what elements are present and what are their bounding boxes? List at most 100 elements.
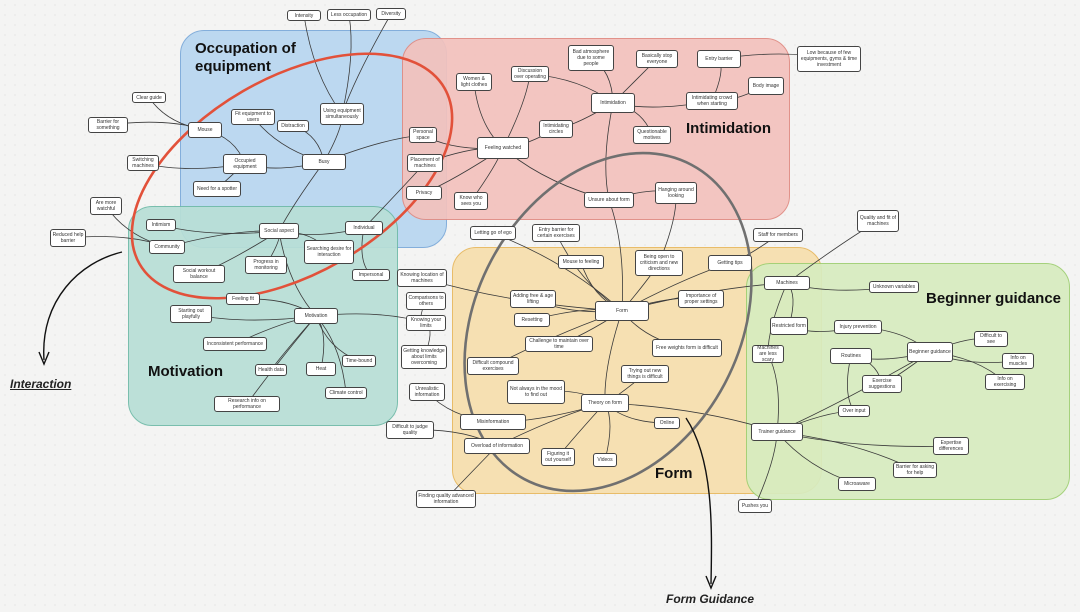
node-trainer-guidance[interactable]: Trainer guidance xyxy=(751,423,803,441)
node-staff-for-members[interactable]: Staff for members xyxy=(753,228,803,242)
node-beginner-guidance[interactable]: Beginner guidance xyxy=(907,342,953,362)
node-reduced-help-barrier[interactable]: Reduced help barrier xyxy=(50,229,86,247)
connector-line xyxy=(555,232,623,312)
node-hanging-around-looking[interactable]: Hanging around looking xyxy=(655,182,697,204)
form-label: Form xyxy=(655,465,693,482)
node-trying-new-things[interactable]: Trying out new things is difficult xyxy=(621,365,669,383)
node-overload-of-information[interactable]: Overload of information xyxy=(464,438,530,454)
connector-line xyxy=(605,102,614,201)
node-less-occupation[interactable]: Less occupation xyxy=(327,9,371,21)
node-restricted-form[interactable]: Restricted form xyxy=(770,317,808,335)
node-occupied-equipment[interactable]: Occupied equipment xyxy=(223,154,267,174)
node-starting-out-playfully[interactable]: Starting out playfully xyxy=(170,305,212,323)
node-discussion-over-operating[interactable]: Discussion over operating xyxy=(511,66,549,82)
node-adding-free-age-lifting[interactable]: Adding free & age lifting xyxy=(510,290,556,308)
node-intimidating-circles[interactable]: Intimidating circles xyxy=(539,120,573,138)
node-intensity[interactable]: Intensity xyxy=(287,10,321,21)
node-challenge-maintain[interactable]: Challenge to maintain over time xyxy=(525,336,593,352)
node-free-weights-form-difficult[interactable]: Free weights form is difficult xyxy=(652,339,722,357)
node-open-to-criticism[interactable]: Being open to criticism and new directio… xyxy=(635,250,683,276)
interaction-annotation: Interaction xyxy=(10,377,72,391)
node-know-who-sees-you[interactable]: Know who sees you xyxy=(454,192,488,210)
node-need-for-a-spotter[interactable]: Need for a spotter xyxy=(193,181,241,197)
node-inconsistent-performance[interactable]: Inconsistent performance xyxy=(203,337,267,351)
node-time-bound[interactable]: Time-bound xyxy=(342,355,376,367)
node-pushes-you[interactable]: Pushes you xyxy=(738,499,772,513)
node-injury-prevention[interactable]: Injury prevention xyxy=(834,320,882,334)
node-online[interactable]: Online xyxy=(654,417,680,429)
node-videos[interactable]: Videos xyxy=(593,453,617,467)
node-motivation[interactable]: Motivation xyxy=(294,308,338,324)
node-figuring-it-out-yourself[interactable]: Figuring it out yourself xyxy=(541,448,575,466)
node-research-info-performance[interactable]: Research info on performance xyxy=(214,396,280,412)
node-progress-in-monitoring[interactable]: Progress in monitoring xyxy=(245,256,287,274)
node-getting-tips[interactable]: Getting tips xyxy=(708,255,752,271)
node-resetting[interactable]: Resetting xyxy=(514,313,550,327)
node-low-because-few-equipments[interactable]: Low because of few equipments, gyms & ti… xyxy=(797,46,861,72)
node-letting-go-of-ego[interactable]: Letting go of ego xyxy=(470,226,516,240)
node-social-workout-balance[interactable]: Social workout balance xyxy=(173,265,225,283)
node-placement-of-machines[interactable]: Placement of machines xyxy=(407,154,443,172)
node-form[interactable]: Form xyxy=(595,301,649,321)
node-intimidation[interactable]: Intimidation xyxy=(591,93,635,113)
node-over-input[interactable]: Over input xyxy=(838,405,870,417)
node-mouse-to-feeling[interactable]: Mouse to feeling xyxy=(558,255,604,269)
node-diversity[interactable]: Diversity xyxy=(376,8,406,20)
node-difficult-compound-exercises[interactable]: Difficult compound exercises xyxy=(467,357,519,375)
node-individual[interactable]: Individual xyxy=(345,221,383,235)
node-switching-machines[interactable]: Switching machines xyxy=(127,155,159,171)
node-privacy[interactable]: Privacy xyxy=(406,186,442,200)
node-machines-less-scary[interactable]: Machines are less scary xyxy=(752,345,784,363)
node-importance-proper-settings[interactable]: Importance of proper settings xyxy=(678,290,724,308)
node-heat[interactable]: Heat xyxy=(306,362,336,376)
node-women-light-clothes[interactable]: Women & light clothes xyxy=(456,73,492,91)
node-bad-atmosphere[interactable]: Bad atmosphere due to some people xyxy=(568,45,614,71)
node-intimidating-crowd[interactable]: Intimidating crowd when starting xyxy=(686,92,738,110)
node-are-more-watchful[interactable]: Are more watchful xyxy=(90,197,122,215)
node-fit-equipment-to-users[interactable]: Fit equipment to users xyxy=(231,109,275,125)
node-intimism[interactable]: Intimism xyxy=(146,219,176,231)
node-difficult-to-see[interactable]: Difficult to see xyxy=(974,331,1008,347)
node-quality-fit-machines[interactable]: Quality and fit of machines xyxy=(857,210,899,232)
node-busy[interactable]: Busy xyxy=(302,154,346,170)
node-personal-space[interactable]: Personal space xyxy=(409,127,437,143)
node-misinformation[interactable]: Misinformation xyxy=(460,414,526,430)
node-expertise-differences[interactable]: Expertise differences xyxy=(933,437,969,455)
node-impersonal[interactable]: Impersonal xyxy=(352,269,390,281)
node-searching-desire-interaction[interactable]: Searching desire for interaction xyxy=(304,240,354,264)
node-knowing-location-machines[interactable]: Knowing location of machines xyxy=(397,269,447,287)
node-clear-guide[interactable]: Clear guide xyxy=(132,92,166,103)
node-feeling-watched[interactable]: Feeling watched xyxy=(477,137,529,159)
node-unknown-variables[interactable]: Unknown variables xyxy=(869,281,919,293)
node-difficult-to-judge-quality[interactable]: Difficult to judge quality xyxy=(386,421,434,439)
node-info-on-muscles[interactable]: Info on muscles xyxy=(1002,353,1034,369)
node-microaware[interactable]: Microaware xyxy=(838,477,876,491)
node-body-image[interactable]: Body image xyxy=(748,77,784,95)
node-barrier-for-asking-help[interactable]: Barrier for asking for help xyxy=(893,462,937,478)
node-basically-stop-everyone[interactable]: Basically stop everyone xyxy=(636,50,678,68)
node-using-equipment-simultaneously[interactable]: Using equipment simultaneously xyxy=(320,103,364,125)
node-mouse[interactable]: Mouse xyxy=(188,122,222,138)
node-knowledge-about-limits[interactable]: Getting knowledge about limits overcomin… xyxy=(401,345,447,369)
node-social-aspect[interactable]: Social aspect xyxy=(259,223,299,239)
node-questionable-motives[interactable]: Questionable motives xyxy=(633,126,671,144)
node-feeling-fit[interactable]: Feeling fit xyxy=(226,293,260,305)
node-community[interactable]: Community xyxy=(149,240,185,254)
node-health-data[interactable]: Health data xyxy=(255,364,287,376)
node-knowing-your-limits[interactable]: Knowing your limits xyxy=(406,315,446,331)
node-machines[interactable]: Machines xyxy=(764,276,810,290)
node-entry-barrier-exercises[interactable]: Entry barrier for certain exercises xyxy=(532,224,580,242)
node-entry-barrier[interactable]: Entry barrier xyxy=(697,50,741,68)
node-info-on-exercising[interactable]: Info on exercising xyxy=(985,374,1025,390)
node-not-always-in-mood[interactable]: Not always in the mood to find out xyxy=(507,380,565,404)
node-exercise-suggestions[interactable]: Exercise suggestions xyxy=(862,375,902,393)
node-unrealistic-information[interactable]: Unrealistic information xyxy=(409,383,445,401)
node-distraction[interactable]: Distraction xyxy=(277,120,309,132)
node-comparisons-to-others[interactable]: Comparisons to others xyxy=(406,292,446,310)
node-climate-control[interactable]: Climate control xyxy=(325,387,367,399)
node-theory-on-form[interactable]: Theory on form xyxy=(581,394,629,412)
node-finding-quality-advanced-information[interactable]: Finding quality advanced information xyxy=(416,490,476,508)
node-barrier-for-something[interactable]: Barrier for something xyxy=(88,117,128,133)
node-routines[interactable]: Routines xyxy=(830,348,872,364)
node-unsure-about-form[interactable]: Unsure about form xyxy=(584,192,634,208)
